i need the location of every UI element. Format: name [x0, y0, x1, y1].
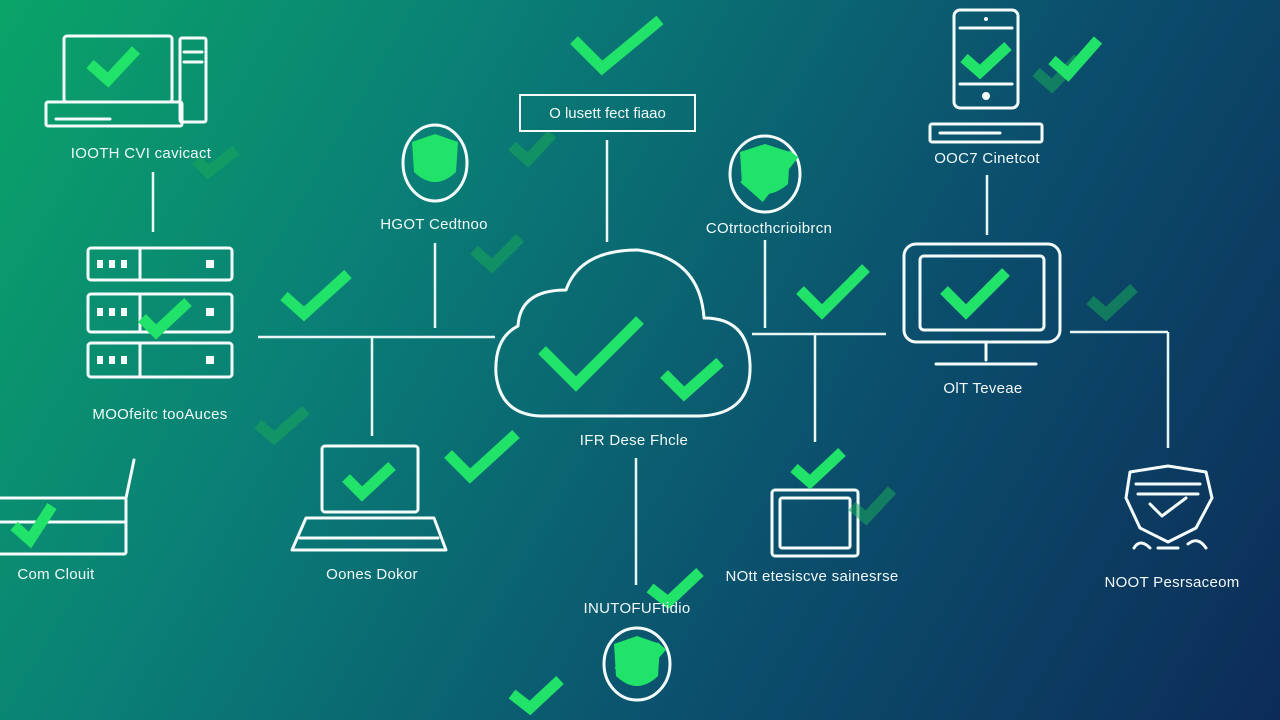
checkmark-icon — [646, 567, 704, 610]
checkmark-icon — [614, 642, 667, 686]
checkmark-icon — [538, 316, 644, 392]
checkmark-icon — [444, 429, 520, 484]
server-label: MOOfeitc tooAuces — [92, 406, 228, 423]
cloud-icon — [494, 248, 752, 418]
badge-icon — [1124, 464, 1214, 550]
tablet-label: NOtt etesiscve sainesrse — [725, 568, 899, 585]
desktop-label: IOOTH CVI cavicact — [70, 145, 212, 162]
shield-icon — [602, 626, 672, 702]
tablet-icon — [770, 488, 860, 558]
checkmark-icon — [254, 405, 310, 446]
server-icon — [86, 246, 234, 379]
checkmark-icon — [570, 15, 664, 76]
shield-icon — [401, 123, 469, 203]
security-left-label: HGOT Cedtnoo — [380, 216, 488, 233]
router-icon — [928, 122, 1044, 144]
cloud-box-label: O lusett fect fiaao — [519, 94, 696, 132]
security-right-label: COtrtocthcrioibrcn — [705, 220, 833, 237]
checkmark-icon — [796, 264, 870, 320]
phone-label: OOC7 Cinetcot — [934, 150, 1040, 167]
checkmark-icon — [342, 461, 396, 502]
checkmark-icon — [1048, 36, 1103, 82]
phone-icon — [952, 8, 1020, 110]
checkmark-icon — [940, 268, 1010, 320]
checkmark-icon — [660, 357, 724, 402]
checkmark-icon — [470, 234, 524, 274]
checkmark-icon — [280, 269, 352, 322]
router-label: Com Clouit — [17, 566, 95, 583]
checkmark-icon — [960, 41, 1012, 80]
checkmark-icon — [1086, 283, 1138, 322]
checkmark-icon — [86, 46, 141, 88]
checkmark-icon — [508, 675, 564, 716]
checkmark-icon — [138, 297, 192, 340]
router-icon — [0, 458, 136, 556]
shield-bottom-label: INUTOFUFtidio — [583, 600, 691, 617]
checkmark-icon — [508, 130, 557, 168]
checkmark-icon — [848, 486, 897, 526]
checkmark-icon — [192, 145, 240, 180]
laptop-label: Oones Dokor — [326, 566, 418, 583]
checkmark-icon — [740, 150, 799, 202]
laptop-icon — [290, 444, 448, 552]
monitor-icon — [902, 242, 1062, 366]
connector-lines — [151, 140, 1170, 585]
monitor-label: OlT Teveae — [943, 380, 1023, 397]
desktop-icon — [44, 34, 208, 128]
shield-icon — [728, 134, 802, 214]
checkmark-icon — [10, 503, 57, 549]
badge-label: NOOT Pesrsaceom — [1104, 574, 1240, 591]
checkmark-icon — [790, 447, 846, 490]
cloud-label: IFR Dese Fhcle — [579, 432, 689, 449]
